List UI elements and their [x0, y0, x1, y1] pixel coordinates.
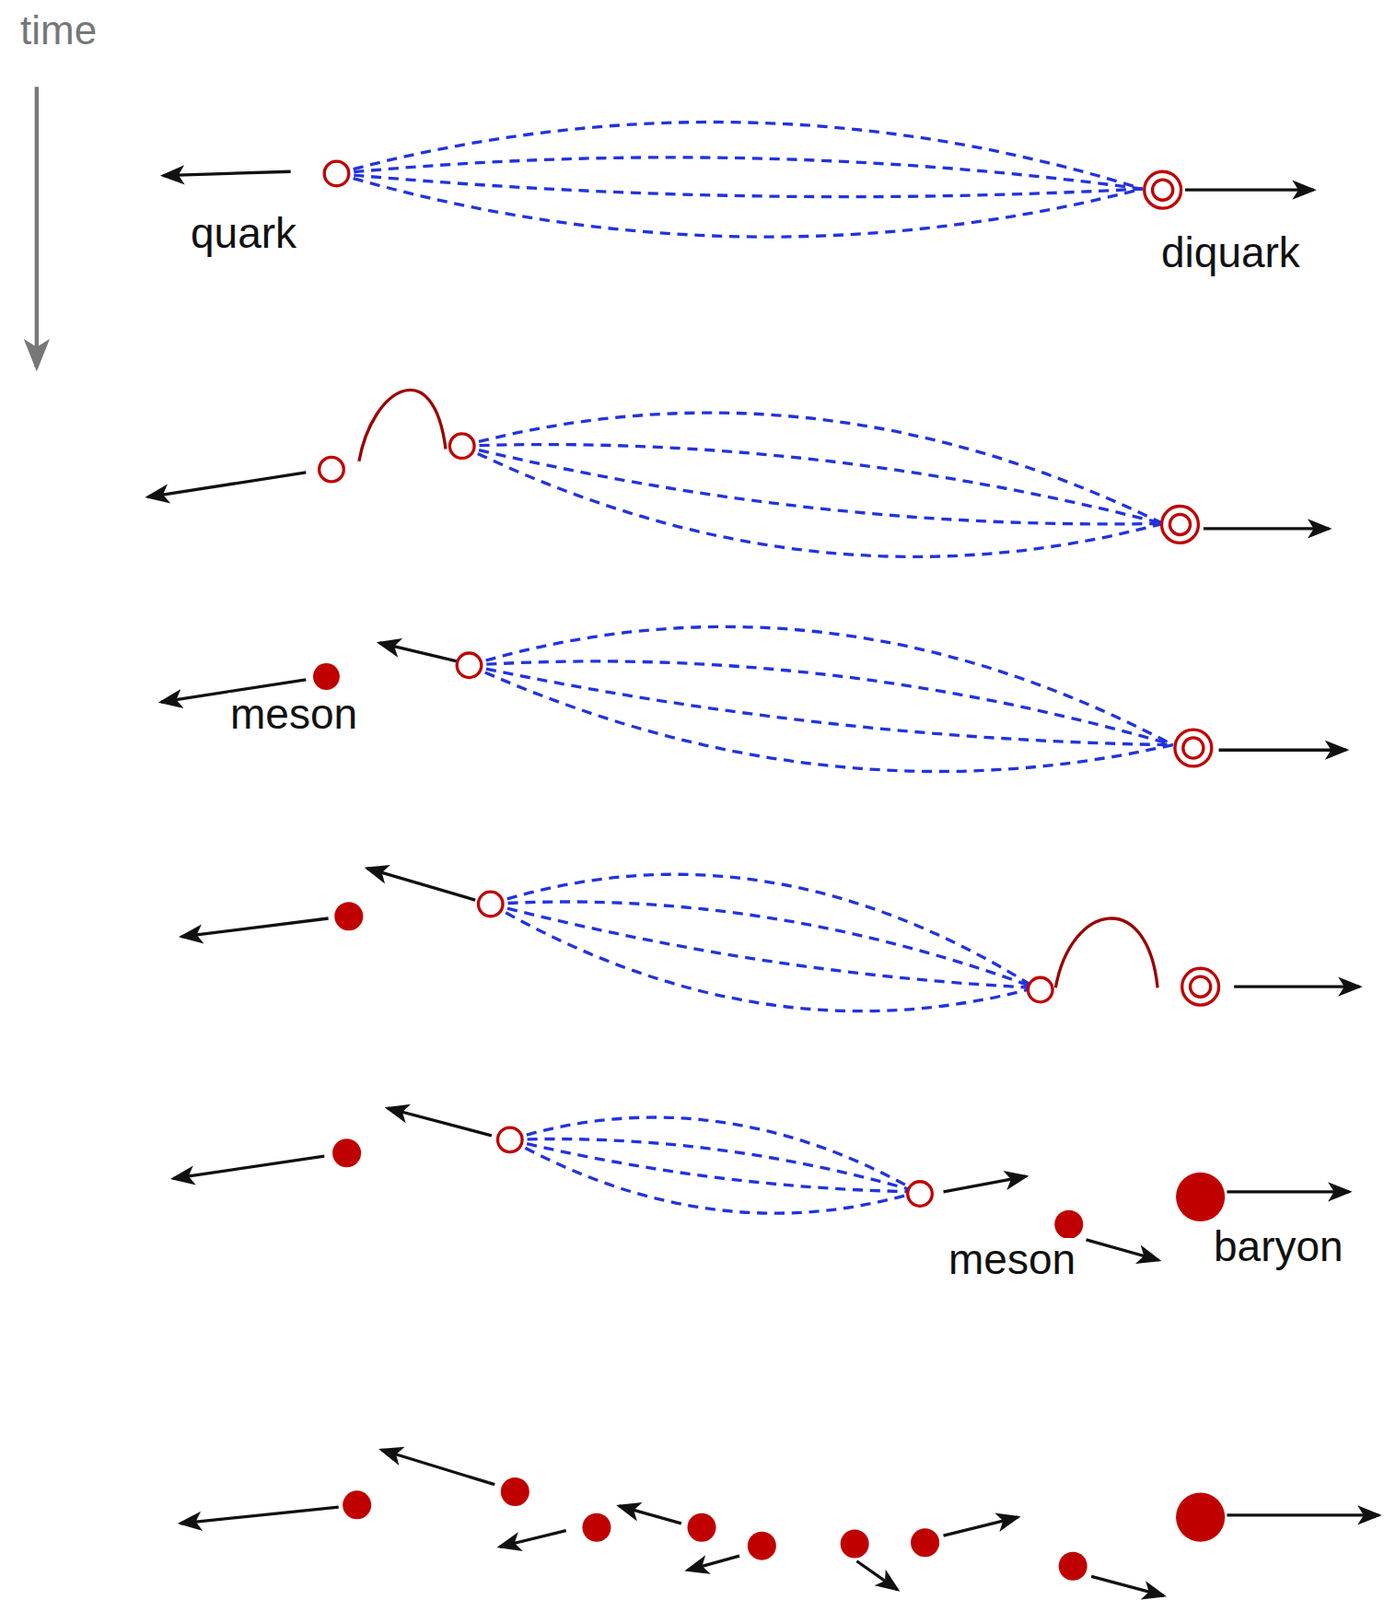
hadron-dots: [313, 662, 1225, 1581]
quark-circles: [319, 161, 1220, 1206]
particle-label: meson: [946, 1237, 1078, 1280]
string-lines: [337, 122, 1174, 1214]
particle-label: quark: [188, 211, 299, 255]
time-arrow: [34, 86, 39, 368]
particle-label: baryon: [1211, 1224, 1346, 1268]
axis-label: time: [18, 10, 99, 51]
pair-creation-arcs: [359, 389, 1158, 988]
momentum-arrows: [148, 171, 1380, 1595]
particle-label: diquark: [1159, 231, 1303, 274]
particle-label: meson: [228, 692, 360, 735]
